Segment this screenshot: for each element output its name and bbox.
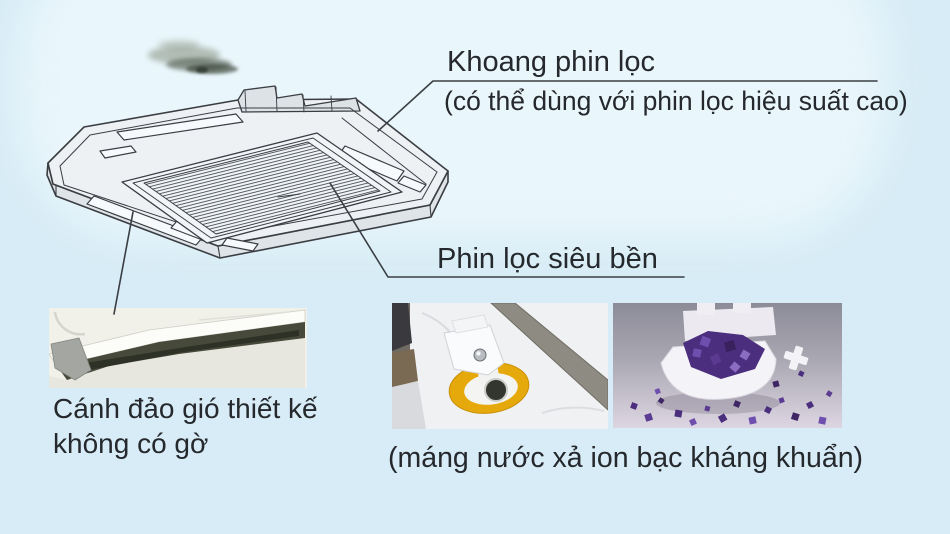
label-filter-chamber-subtitle: (có thể dùng với phin lọc hiệu suất cao) — [444, 86, 908, 116]
louver-bracket — [50, 337, 92, 381]
background-highlight — [18, 0, 888, 240]
label-drain-pan-caption: (máng nước xả ion bạc kháng khuẩn) — [388, 442, 864, 474]
label-swing-louver-line1: Cánh đảo gió thiết kế — [53, 393, 318, 424]
label-swing-louver: Cánh đảo gió thiết kế không có gờ — [53, 391, 318, 461]
foam-seal-strip — [490, 303, 608, 411]
label-swing-louver-line2: không có gờ — [53, 428, 209, 459]
silver-ion-crystals-photo — [613, 303, 842, 428]
label-filter-chamber-title: Khoang phin lọc — [447, 46, 655, 78]
crystal-cluster — [683, 331, 765, 379]
white-cross-piece — [783, 345, 809, 371]
louver-closeup-photo — [49, 308, 307, 388]
label-durable-filter: Phin lọc siêu bền — [437, 243, 658, 275]
crystal-scatter — [630, 370, 833, 426]
silver-ion-drain-pan-photo — [392, 303, 608, 429]
drain-hole — [485, 379, 507, 401]
